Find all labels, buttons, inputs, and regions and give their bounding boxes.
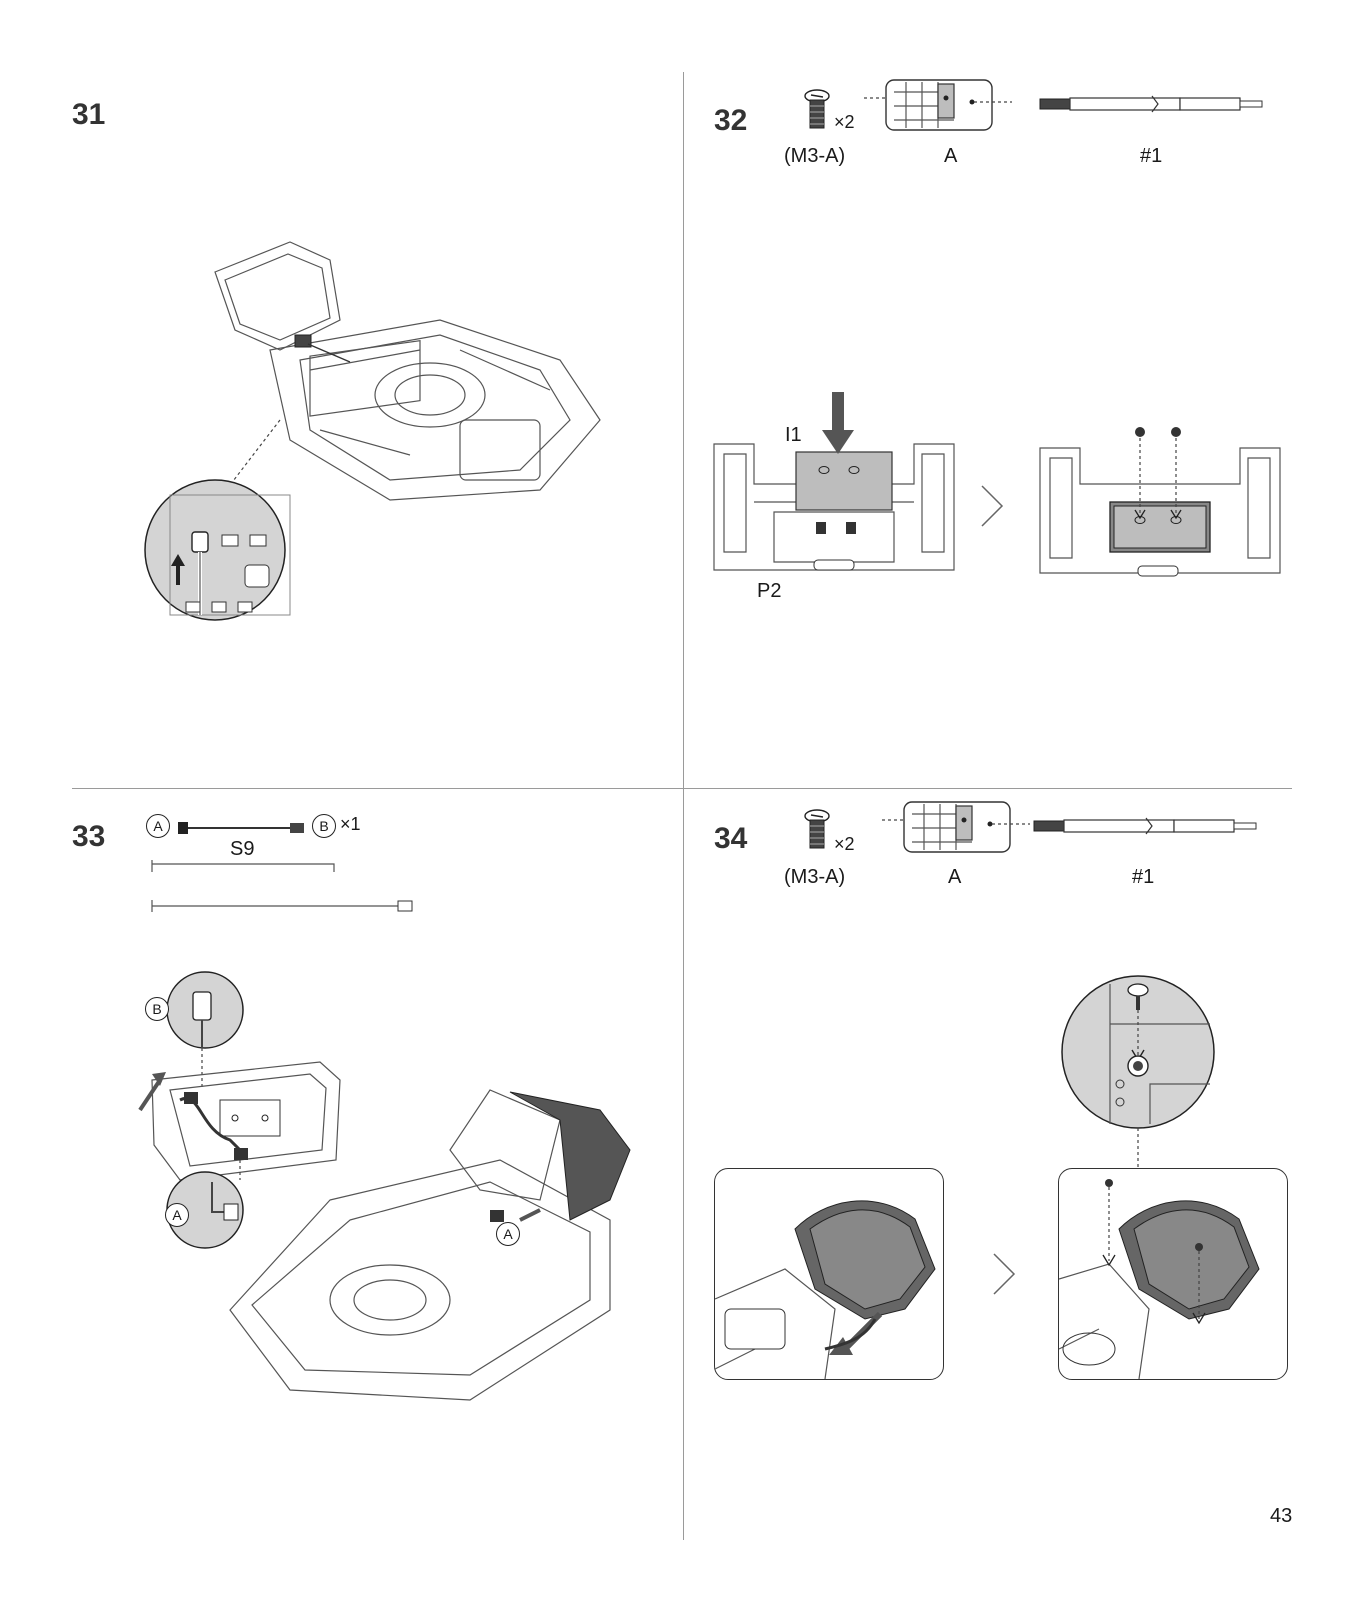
step-34-right-panel xyxy=(1058,1168,1288,1380)
step-32-right-illustration xyxy=(1039,427,1281,577)
callout-a-badge: A xyxy=(165,1203,189,1227)
cable-icon xyxy=(178,822,304,834)
step-32-part-label-bottom: P2 xyxy=(757,580,782,602)
step-32-screw-label: (M3-A) xyxy=(784,145,846,167)
step-33-cable-label: S9 xyxy=(230,838,255,860)
step-33-cable-qty: ×1 xyxy=(340,814,361,834)
cable-end-a-badge: A xyxy=(146,814,170,838)
step-33-number: 33 xyxy=(72,820,106,853)
step-32-driver-label: #1 xyxy=(1140,145,1163,167)
step-34-zoom-callout xyxy=(1061,975,1215,1170)
step-31-number: 31 xyxy=(72,98,106,131)
screw-icon xyxy=(804,89,830,129)
screw-tray-icon xyxy=(864,79,1012,131)
step-34-tray-label: A xyxy=(948,866,962,888)
vertical-divider xyxy=(683,72,684,1540)
step-34-screw-qty: ×2 xyxy=(834,834,855,854)
step-32-screw-qty: ×2 xyxy=(834,112,855,132)
step-32-number: 32 xyxy=(714,104,748,137)
chevron-right-icon xyxy=(981,485,1004,527)
step-32-tray-label: A xyxy=(944,145,958,167)
spare-cables xyxy=(151,860,413,912)
screw-icon xyxy=(804,809,830,849)
callout-b-badge: B xyxy=(145,997,169,1021)
callout-a2-badge: A xyxy=(496,1222,520,1246)
step-34-screw-label: (M3-A) xyxy=(784,866,846,888)
screwdriver-icon xyxy=(1033,817,1257,835)
step-33-illustration xyxy=(138,971,631,1401)
chevron-right-icon xyxy=(993,1253,1016,1295)
step-34-number: 34 xyxy=(714,822,748,855)
horizontal-divider xyxy=(72,788,1292,789)
step-31-illustration xyxy=(144,241,601,621)
page-number: 43 xyxy=(1270,1505,1293,1527)
cable-end-b-badge: B xyxy=(312,814,336,838)
step-34-driver-label: #1 xyxy=(1132,866,1155,888)
screw-tray-icon xyxy=(882,801,1030,853)
step-32-part-label-top: I1 xyxy=(785,424,802,446)
step-32-left-illustration xyxy=(713,392,955,571)
step-34-left-panel xyxy=(714,1168,944,1380)
screwdriver-icon xyxy=(1039,95,1263,113)
